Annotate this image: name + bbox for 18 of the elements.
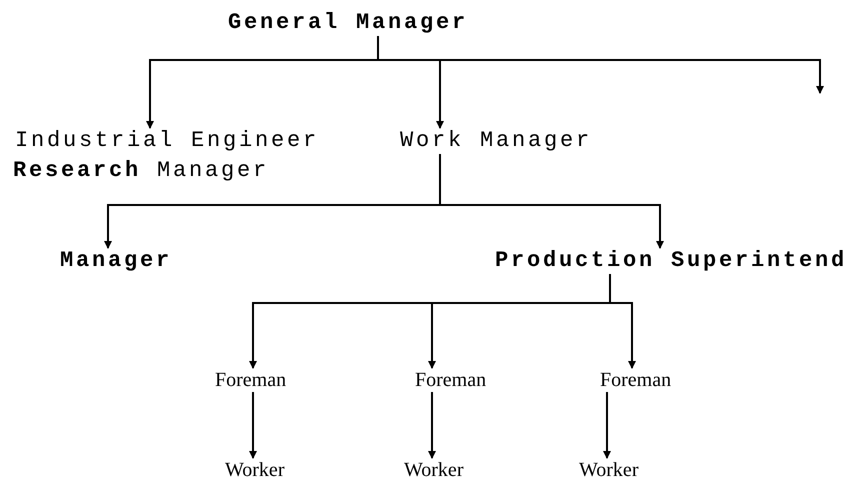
job-title: Foreman [215,370,286,390]
job-title: Worker [404,460,464,480]
job-title: Foreman [415,370,486,390]
arrow [249,392,257,459]
arrow [603,392,611,459]
job-title: Research Manager [13,160,270,182]
job-title: General Manager [228,12,468,34]
arrow [428,392,436,459]
job-title: Production Superintend [495,250,848,272]
arrow [609,274,636,369]
job-title: Worker [225,460,284,480]
job-title: Worker [579,460,638,480]
job-title: Industrial Engineer [15,130,320,152]
arrow [439,154,664,249]
job-title: Foreman [600,370,672,390]
arrow [377,36,824,94]
job-title: Manager [60,250,172,272]
job-title: Work Manager [400,130,592,152]
